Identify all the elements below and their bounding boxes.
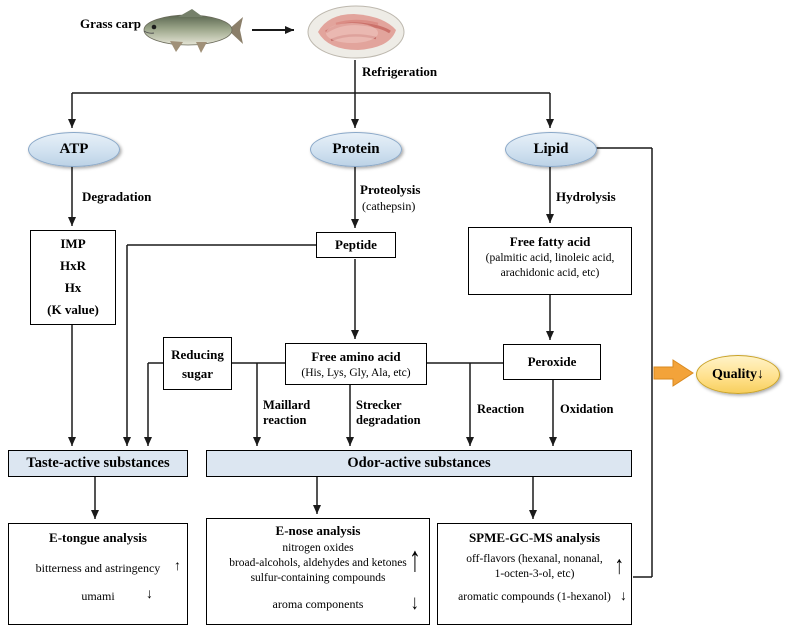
down-arrow-icon: ↓ bbox=[410, 591, 420, 614]
down-arrow-icon: ↓ bbox=[620, 589, 627, 604]
fish-fillet-image bbox=[306, 2, 406, 60]
maillard-label: Maillard reaction bbox=[263, 398, 311, 427]
spme-title: SPME-GC-MS analysis bbox=[468, 530, 601, 545]
protein-node-label: Protein bbox=[332, 141, 380, 157]
refrigeration-label: Refrigeration bbox=[362, 64, 438, 79]
grass-carp-label: Grass carp bbox=[80, 16, 142, 31]
enose-sensor-group: nitrogen oxides broad-alcohols, aldehyde… bbox=[229, 541, 421, 584]
down-arrow-icon: ↓ bbox=[146, 587, 153, 602]
atp-node: ATP bbox=[28, 132, 120, 167]
up-arrow-icon: ↑ bbox=[409, 541, 421, 580]
imp-line: IMP bbox=[60, 236, 86, 251]
grass-carp-image bbox=[140, 3, 245, 58]
quality-node-label: Quality↓ bbox=[711, 366, 765, 382]
quality-arrow-icon bbox=[653, 359, 694, 387]
quality-node: Quality↓ bbox=[696, 355, 780, 394]
enose-title: E-nose analysis bbox=[275, 523, 361, 538]
etongue-title: E-tongue analysis bbox=[49, 530, 147, 545]
strecker-label: Strecker degradation bbox=[356, 398, 421, 427]
peroxide-box: Peroxide bbox=[503, 344, 601, 380]
degradation-label: Degradation bbox=[82, 189, 152, 204]
protein-node: Protein bbox=[310, 132, 402, 167]
spme-offflavor-group: off-flavors (hexanal, nonanal, 1-octen-3… bbox=[466, 552, 625, 581]
spme-row-aromatic: aromatic compounds (1-hexanol) ↓ bbox=[458, 589, 627, 604]
odor-active-bar: Odor-active substances bbox=[206, 450, 632, 477]
oxidation-label: Oxidation bbox=[560, 402, 614, 416]
etongue-analysis-box: E-tongue analysis bitterness and astring… bbox=[8, 523, 188, 625]
kvalue-line: (K value) bbox=[47, 302, 99, 317]
hx-line: Hx bbox=[64, 280, 82, 295]
proteolysis-label: Proteolysis bbox=[360, 182, 421, 197]
up-arrow-icon: ↑ bbox=[174, 559, 181, 574]
lipid-node-label: Lipid bbox=[533, 141, 569, 157]
peptide-box: Peptide bbox=[316, 232, 396, 258]
spme-analysis-box: SPME-GC-MS analysis off-flavors (hexanal… bbox=[437, 523, 632, 625]
cathepsin-label: (cathepsin) bbox=[362, 199, 416, 213]
hydrolysis-label: Hydrolysis bbox=[556, 189, 616, 204]
enose-row-aroma: aroma components ↓ bbox=[272, 591, 420, 614]
etongue-row-bitterness: bitterness and astringency ↑ bbox=[35, 559, 181, 575]
free-amino-acid-box: Free amino acid (His, Lys, Gly, Ala, etc… bbox=[285, 343, 427, 385]
taste-active-bar: Taste-active substances bbox=[8, 450, 188, 477]
reaction-label: Reaction bbox=[477, 402, 525, 416]
reducing-sugar-box: Reducing sugar bbox=[163, 337, 232, 390]
atp-products-box: IMP HxR Hx (K value) bbox=[30, 230, 116, 325]
lipid-node: Lipid bbox=[505, 132, 597, 167]
up-arrow-icon: ↑ bbox=[614, 552, 625, 581]
hxr-line: HxR bbox=[60, 258, 86, 273]
atp-node-label: ATP bbox=[59, 141, 89, 157]
enose-analysis-box: E-nose analysis nitrogen oxides broad-al… bbox=[206, 518, 430, 625]
free-fatty-acid-box: Free fatty acid (palmitic acid, linoleic… bbox=[468, 227, 632, 295]
etongue-row-umami: umami ↓ bbox=[81, 587, 153, 603]
